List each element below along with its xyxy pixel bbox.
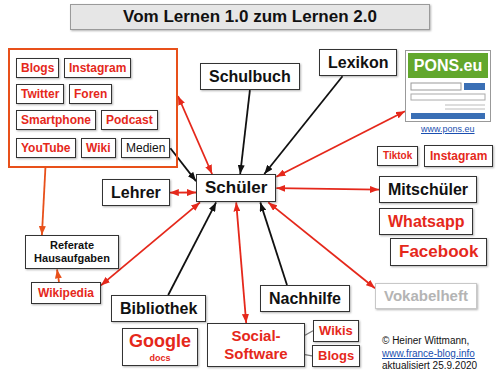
node-label: Twitter: [21, 87, 59, 101]
node-label: Social-Software: [216, 327, 296, 363]
node-label: Bibliothek: [120, 299, 197, 318]
node-label: Schüler: [205, 178, 267, 198]
node-box: Social-Software: [207, 323, 305, 367]
node-box: Facebook: [390, 238, 487, 266]
node-box: Wikipedia: [31, 282, 101, 304]
node-label: Wikipedia: [38, 286, 94, 300]
node-box: Foren: [69, 84, 112, 104]
link-text: www.pons.eu: [421, 124, 475, 135]
node-label: Blogs: [318, 348, 354, 364]
node-box: Lehrer: [102, 179, 170, 206]
connector-arrow: [264, 76, 342, 174]
connector-line: [305, 331, 313, 336]
connector-arrow: [276, 188, 379, 189]
node-box: Googledocs: [122, 328, 198, 366]
node-label: Lehrer: [111, 183, 161, 202]
node-box: Referate Hausaufgaben: [25, 235, 119, 269]
language-select: [411, 94, 485, 100]
node-label: YouTube: [21, 141, 71, 155]
node-label: Blogs: [21, 61, 54, 75]
node-box: Tiktok: [377, 146, 418, 166]
note-text: aktualisiert 25.9.2020: [382, 360, 477, 372]
node-box: Bibliothek: [111, 295, 206, 322]
node-box: Blogs: [312, 345, 360, 367]
node-box: Whatsapp: [379, 208, 473, 235]
connector-line: [305, 355, 312, 356]
node-box: Instagram: [424, 145, 493, 167]
node-box: Twitter: [16, 84, 64, 104]
node-label: Mitschüler: [388, 180, 468, 199]
node-label: Wiki: [86, 141, 111, 155]
screenshot-ground: [405, 50, 491, 122]
connector-arrow: [168, 202, 216, 295]
connector-arrow: [276, 111, 405, 177]
text-line: [445, 105, 485, 106]
node-label: Referate Hausaufgaben: [31, 239, 113, 265]
connector-arrow: [260, 202, 287, 285]
node-box: Mitschüler: [379, 176, 477, 203]
connector-arrow: [240, 90, 250, 174]
node-label: Google: [129, 331, 191, 353]
node-box: Schulbuch: [200, 63, 300, 90]
note-text: © Heiner Wittmann,: [382, 335, 469, 347]
node-label: Tiktok: [383, 150, 412, 162]
node-box: Wikis: [313, 320, 359, 342]
node-box: Medien: [121, 138, 170, 158]
pons-logo-box: PONS.eu: [405, 50, 491, 122]
node-box: Vokabelheft: [375, 283, 477, 309]
node-label: Vokabelheft: [384, 287, 468, 305]
node-box: Podcast: [101, 110, 158, 130]
node-box: Instagram: [64, 58, 131, 78]
text-line: [445, 109, 485, 110]
forum-bar: [411, 113, 485, 119]
logo-text: PONS.eu: [408, 53, 488, 78]
node-box: Nachhilfe: [260, 285, 350, 312]
node-label: Nachhilfe: [269, 289, 341, 308]
node-label: Smartphone: [21, 113, 91, 127]
node-label: Schulbuch: [209, 67, 291, 86]
connector-arrow: [42, 168, 46, 235]
search-field: [411, 83, 461, 90]
link-text: www.france-blog.info: [382, 348, 475, 360]
node-box: Wiki: [81, 138, 116, 158]
node-box: Smartphone: [16, 110, 96, 130]
node-box: YouTube: [16, 138, 76, 158]
connector-arrow: [178, 96, 212, 174]
node-label: Podcast: [106, 113, 153, 127]
node-label: Medien: [126, 141, 165, 155]
node-box: Schüler: [196, 174, 276, 202]
connector-arrow: [236, 202, 246, 323]
node-box: Blogs: [16, 58, 59, 78]
node-label: Foren: [74, 87, 107, 101]
title-bar: Vom Lernen 1.0 zum Lernen 2.0: [70, 4, 430, 30]
search-button: [464, 83, 485, 90]
connector-arrow: [170, 148, 196, 181]
node-label: Wikis: [319, 323, 353, 339]
connector-arrow: [170, 192, 196, 194]
node-label: Lexikon: [328, 53, 388, 72]
node-label: Facebook: [399, 242, 478, 262]
node-label: Whatsapp: [388, 212, 464, 231]
node-label: docs: [129, 353, 191, 364]
node-label: Instagram: [430, 149, 487, 163]
node-box: Lexikon: [319, 49, 397, 76]
connector-arrow: [57, 269, 59, 282]
media-group: Blogs InstagramTwitter ForenSmartphone Podc…: [8, 48, 178, 168]
node-label: Instagram: [69, 61, 126, 75]
